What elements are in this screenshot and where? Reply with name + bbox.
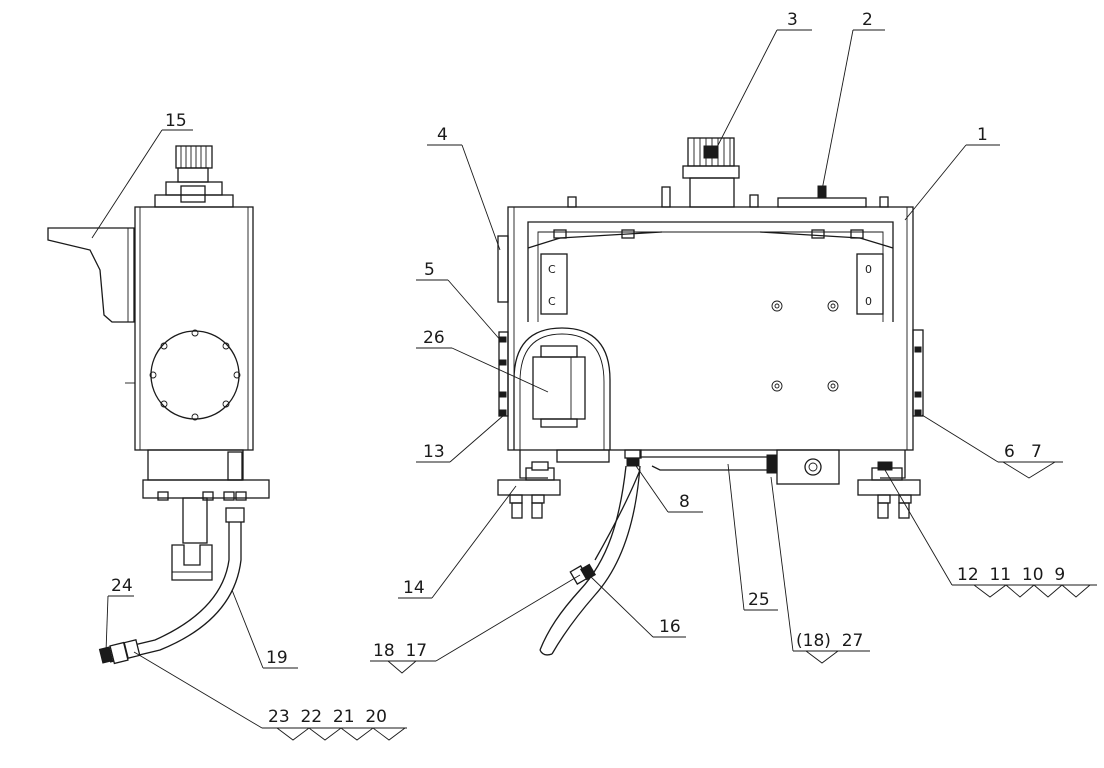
callout-3: 3 — [787, 10, 798, 30]
callout-6-7: 6 7 — [1004, 442, 1042, 462]
arched-cover — [513, 327, 611, 450]
group-ticks — [276, 461, 1091, 741]
callout-25: 25 — [748, 590, 770, 610]
side-base-plate — [142, 479, 270, 499]
callout-24: 24 — [111, 576, 133, 596]
leader-lines — [91, 29, 1097, 729]
side-flange — [150, 330, 240, 420]
front-view: C C 0 0 — [497, 137, 924, 656]
side-hose — [104, 522, 230, 653]
pipe — [639, 450, 767, 458]
valve-block — [776, 449, 840, 485]
side-view — [47, 145, 270, 665]
side-knob — [175, 145, 213, 169]
right-panel-mark-lower: 0 — [865, 295, 872, 308]
side-box-4 — [497, 235, 509, 303]
right-panel-mark-upper: 0 — [865, 263, 872, 276]
cylinder — [532, 356, 586, 420]
left-panel — [540, 253, 568, 315]
callout-5: 5 — [424, 260, 435, 280]
callout-13: 13 — [423, 442, 445, 462]
callout-18-27: (18) 27 — [796, 631, 863, 651]
front-hose — [539, 465, 627, 651]
callout-19: 19 — [266, 648, 288, 668]
front-knob — [687, 137, 735, 167]
callout-4: 4 — [437, 125, 448, 145]
callout-12-9: 12 11 10 9 — [957, 565, 1065, 585]
side-body — [134, 206, 254, 451]
left-foot — [519, 450, 548, 479]
callout-8: 8 — [679, 492, 690, 512]
callout-18-17: 18 17 — [373, 641, 427, 661]
right-panel — [856, 253, 884, 315]
callout-14: 14 — [403, 578, 425, 598]
callout-26: 26 — [423, 328, 445, 348]
callout-labels: 15 24 19 23 22 21 20 3 2 1 4 5 26 13 14 … — [111, 10, 1065, 727]
left-panel-mark-lower: C — [548, 295, 556, 308]
callout-15: 15 — [165, 111, 187, 131]
callout-16: 16 — [659, 617, 681, 637]
callout-2: 2 — [862, 10, 873, 30]
side-bracket — [47, 227, 135, 323]
callout-23-20: 23 22 21 20 — [268, 707, 387, 727]
left-panel-mark-upper: C — [548, 263, 556, 276]
right-foot — [880, 450, 906, 479]
callout-1: 1 — [977, 125, 988, 145]
top-fitting — [777, 197, 867, 208]
